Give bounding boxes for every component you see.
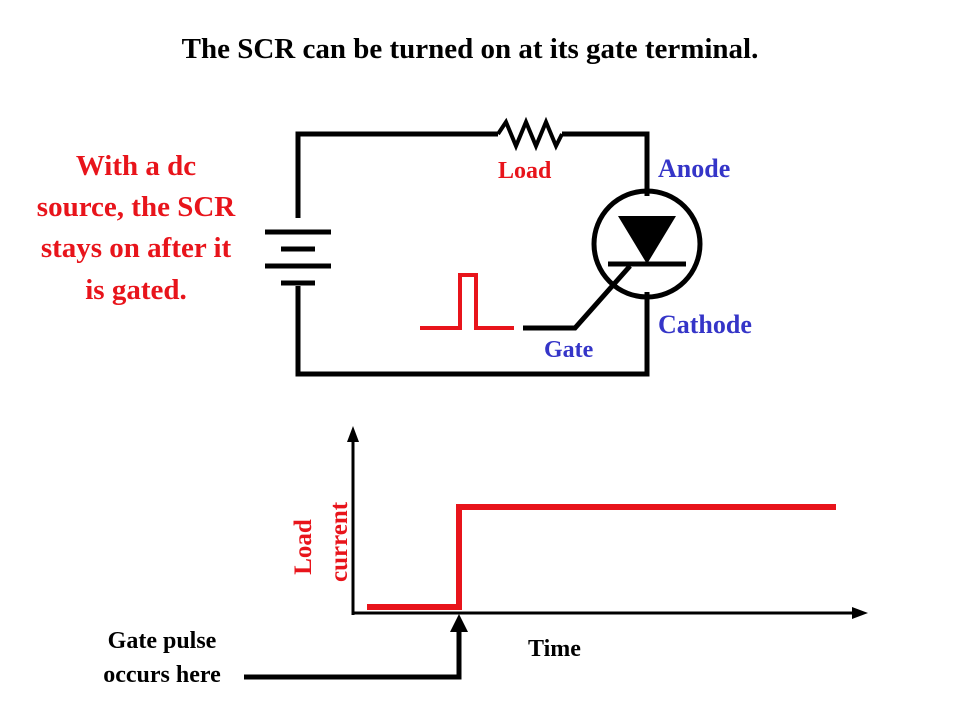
cathode-label: Cathode bbox=[658, 310, 752, 339]
circuit-wire-top bbox=[295, 131, 650, 218]
graph-axes bbox=[347, 426, 868, 619]
load-current-trace bbox=[367, 504, 836, 610]
y-axis-label: Load current bbox=[290, 501, 354, 582]
x-axis-label: Time bbox=[528, 636, 581, 662]
scr-symbol bbox=[523, 188, 703, 331]
load-label: Load bbox=[498, 158, 552, 184]
gate-pulse-arrow bbox=[244, 614, 468, 680]
side-note: With a dc source, the SCR stays on after… bbox=[36, 150, 236, 306]
gate-label: Gate bbox=[544, 337, 594, 363]
gate-pulse-waveform bbox=[420, 273, 514, 330]
slide-title: The SCR can be turned on at its gate ter… bbox=[181, 33, 759, 65]
load-resistor bbox=[496, 116, 564, 152]
anode-label: Anode bbox=[658, 154, 731, 183]
circuit-wire-bottom bbox=[295, 286, 650, 377]
gate-pulse-annotation: Gate pulse occurs here bbox=[103, 628, 221, 688]
battery-icon bbox=[265, 229, 331, 286]
